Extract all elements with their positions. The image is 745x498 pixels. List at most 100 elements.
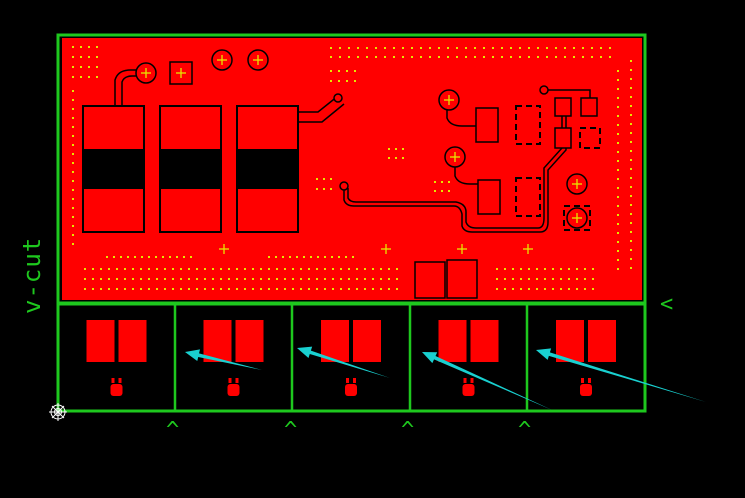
- pad-3-mid[interactable]: [236, 149, 299, 189]
- vcut-marker-side[interactable]: <: [660, 292, 674, 317]
- pad-1-top[interactable]: [82, 105, 145, 151]
- panel-2[interactable]: [203, 320, 264, 396]
- stitch-via: [356, 278, 358, 280]
- outline-u4[interactable]: [563, 205, 591, 231]
- stitch-via: [172, 288, 174, 290]
- trace-mid-s[interactable]: [446, 100, 478, 127]
- stitch-via: [276, 278, 278, 280]
- pad-2-mid[interactable]: [159, 149, 222, 189]
- panel-pad-right[interactable]: [353, 320, 381, 362]
- outline-u3[interactable]: [579, 127, 601, 149]
- stitch-via: [630, 249, 632, 251]
- stitch-via: [96, 66, 98, 68]
- panel-strip-outline[interactable]: [56, 302, 647, 413]
- pad-2-bottom[interactable]: [159, 187, 222, 233]
- via-10[interactable]: [333, 93, 343, 103]
- via-8[interactable]: [539, 85, 549, 95]
- panel-pad-left[interactable]: [321, 320, 349, 362]
- stitch-via: [72, 162, 74, 164]
- panel-pad-right[interactable]: [118, 320, 147, 362]
- stitch-via: [276, 268, 278, 270]
- pad-mid-s-end[interactable]: [475, 107, 499, 143]
- panel-pad-right[interactable]: [235, 320, 264, 362]
- trace-long-bottom[interactable]: [343, 104, 567, 233]
- panel-pad-left[interactable]: [203, 320, 232, 362]
- stitch-via: [96, 76, 98, 78]
- stitch-via: [504, 288, 506, 290]
- stitch-via: [345, 256, 347, 258]
- pad-mid-s-end-2[interactable]: [477, 179, 501, 215]
- pad-upper-right-a[interactable]: [554, 97, 572, 117]
- stitch-via: [519, 47, 521, 49]
- stitch-via: [630, 132, 632, 134]
- panel-pad-left[interactable]: [86, 320, 115, 362]
- outline-u5[interactable]: [82, 187, 145, 233]
- trace-long-bottom-inner[interactable]: [347, 104, 563, 229]
- panel-5[interactable]: [556, 320, 616, 396]
- via-3[interactable]: [247, 49, 269, 71]
- panel-pad-right[interactable]: [588, 320, 616, 362]
- stitch-via: [544, 268, 546, 270]
- vcut-marker-4[interactable]: ^: [518, 418, 532, 443]
- trace-upper-right[interactable]: [544, 89, 591, 100]
- pad-1-mid[interactable]: [82, 149, 145, 189]
- via-1[interactable]: [135, 62, 157, 84]
- stitch-via: [260, 278, 262, 280]
- stitch-via: [330, 70, 332, 72]
- pad-2-top[interactable]: [159, 105, 222, 151]
- stitch-via: [124, 268, 126, 270]
- stitch-via: [284, 268, 286, 270]
- stitch-via: [148, 268, 150, 270]
- via-2[interactable]: [211, 49, 233, 71]
- vcut-marker-1[interactable]: ^: [166, 418, 180, 443]
- outline-u6[interactable]: [159, 187, 222, 233]
- pad-bottom-right[interactable]: [446, 259, 478, 299]
- stitch-via: [72, 108, 74, 110]
- trace-right-diagonal[interactable]: [298, 95, 339, 113]
- stitch-via: [465, 47, 467, 49]
- trace-top-left[interactable]: [114, 69, 146, 106]
- stitch-via: [72, 90, 74, 92]
- panel-1[interactable]: [86, 320, 147, 396]
- vcut-marker-2[interactable]: ^: [284, 418, 298, 443]
- outline-u7[interactable]: [236, 187, 299, 233]
- panel-4[interactable]: [438, 320, 499, 396]
- stitch-via: [156, 268, 158, 270]
- panel-pad-right[interactable]: [470, 320, 499, 362]
- stitch-via: [148, 278, 150, 280]
- via-7[interactable]: [566, 207, 588, 229]
- trace-right-diagonal-2[interactable]: [298, 103, 345, 123]
- stitch-via: [72, 126, 74, 128]
- stitch-via: [630, 240, 632, 242]
- via-9[interactable]: [339, 181, 349, 191]
- panel-3[interactable]: [321, 320, 381, 396]
- panel-pad-left[interactable]: [556, 320, 584, 362]
- pad-upper-right-c[interactable]: [554, 127, 572, 149]
- stitch-via: [72, 198, 74, 200]
- stitch-via: [188, 288, 190, 290]
- trace-top-left-inner[interactable]: [121, 75, 146, 106]
- stitch-via: [132, 278, 134, 280]
- pad-1-bottom[interactable]: [82, 187, 145, 233]
- pad-bottom-left[interactable]: [414, 261, 446, 299]
- stitch-via: [617, 214, 619, 216]
- stitch-via: [617, 70, 619, 72]
- stitch-via: [324, 268, 326, 270]
- panel-pad-left[interactable]: [438, 320, 467, 362]
- via-dot-grid: [72, 46, 632, 290]
- outline-u1[interactable]: [515, 105, 541, 145]
- via-6[interactable]: [566, 173, 588, 195]
- stitch-via: [584, 288, 586, 290]
- stitch-via: [148, 256, 150, 258]
- pad-upper-right-b[interactable]: [580, 97, 598, 117]
- pad-3-bottom[interactable]: [236, 187, 299, 233]
- trace-mid-s-2[interactable]: [454, 158, 480, 185]
- vcut-marker-3[interactable]: ^: [401, 418, 415, 443]
- crosshair-icon[interactable]: [49, 403, 67, 421]
- via-5[interactable]: [444, 146, 466, 168]
- outline-u2[interactable]: [515, 177, 541, 217]
- pad-3-top[interactable]: [236, 105, 299, 151]
- stitch-via: [124, 288, 126, 290]
- via-4[interactable]: [438, 89, 460, 111]
